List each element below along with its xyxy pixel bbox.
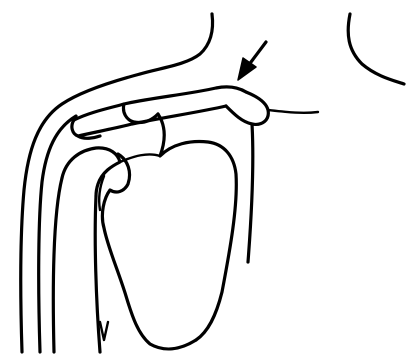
clavicle-medial-extension [268,110,318,113]
scapula-lateral-border [102,154,196,349]
inferior-marker [100,322,108,340]
coracoid-process [123,104,158,123]
humeral-head [62,148,120,196]
humerus-right-edge [95,196,100,352]
humerus-left-edge [53,178,62,352]
skin-contour-inner [39,116,76,352]
scapula-superior-border [120,154,160,162]
scapula-spine [158,114,236,340]
neck-outline-right [348,14,404,84]
scapula-medial-border [248,124,253,262]
arrow-icon [238,42,266,80]
ac-joint [226,92,268,124]
neck-outline-left [140,14,213,74]
